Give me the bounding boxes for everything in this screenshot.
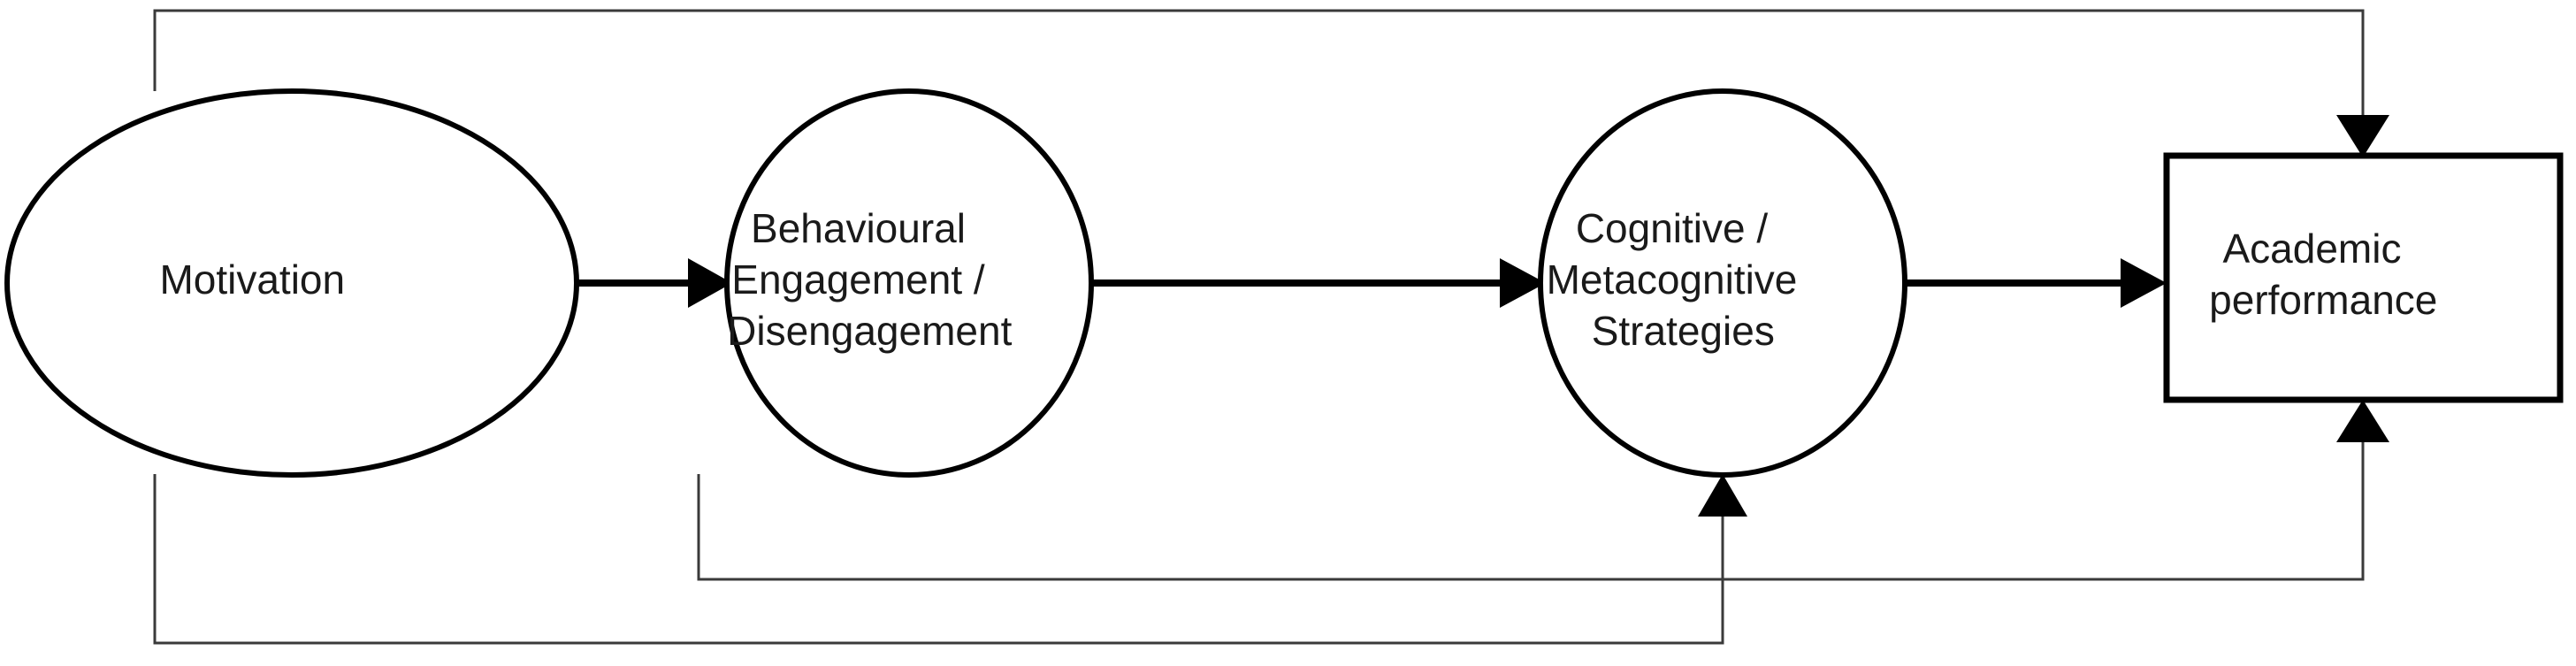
node-behavioural-engagement[interactable]: Behavioural Engagement / Disengagement: [724, 88, 1094, 478]
arrowhead-down-into-academic-performance-top: [2336, 115, 2389, 157]
node-cognitive-metacognitive-strategies[interactable]: Cognitive / Metacognitive Strategies: [1538, 88, 1907, 478]
arrowhead-into-behavioural: [688, 258, 732, 308]
arrowhead-up-into-academic-performance-bottom: [2336, 400, 2389, 442]
node-behavioural-engagement-shape[interactable]: [724, 88, 1094, 478]
edge-motivation-to-academic-performance-top: [153, 9, 2389, 157]
node-behavioural-engagement-label-line-1: Engagement /: [731, 256, 985, 302]
node-cognitive-metacognitive-strategies-shape[interactable]: [1538, 88, 1907, 478]
node-motivation-label-line-0: Motivation: [159, 256, 345, 302]
node-behavioural-engagement-label: Behavioural Engagement / Disengagement: [727, 205, 1091, 354]
node-behavioural-engagement-label-line-2: Disengagement: [727, 308, 1012, 354]
edge-behavioural-to-academic-performance-bottom-path: [697, 423, 2365, 581]
node-academic-performance[interactable]: Academic performance: [2163, 152, 2564, 403]
edge-motivation-to-cognitive-bottom-path: [153, 474, 1724, 645]
node-academic-performance-label: Academic performance: [2209, 226, 2517, 323]
node-motivation-label: Motivation: [159, 256, 424, 302]
arrowhead-into-academic-performance: [2121, 258, 2167, 308]
node-academic-performance-label-line-1: performance: [2209, 277, 2437, 323]
edge-motivation-to-academic-performance-top-path: [153, 9, 2365, 134]
node-motivation-shape[interactable]: [4, 88, 579, 478]
edge-behavioural-to-cognitive: [1089, 258, 1546, 308]
node-behavioural-engagement-label-line-0: Behavioural: [751, 205, 966, 251]
node-motivation[interactable]: Motivation: [4, 88, 579, 478]
arrowhead-up-into-cognitive-bottom: [1698, 474, 1747, 517]
node-academic-performance-shape[interactable]: [2163, 152, 2564, 403]
edge-behavioural-to-academic-performance-bottom: [697, 400, 2389, 581]
node-cognitive-metacognitive-strategies-label-line-2: Strategies: [1592, 308, 1775, 354]
node-academic-performance-label-line-0: Academic: [2223, 226, 2402, 272]
edge-motivation-to-cognitive-bottom: [153, 474, 1747, 645]
edge-motivation-to-behavioural: [566, 258, 732, 308]
node-cognitive-metacognitive-strategies-label-line-1: Metacognitive: [1547, 256, 1798, 302]
node-cognitive-metacognitive-strategies-label-line-0: Cognitive /: [1576, 205, 1769, 251]
node-cognitive-metacognitive-strategies-label: Cognitive / Metacognitive Strategies: [1547, 205, 1900, 354]
arrowhead-into-cognitive: [1500, 258, 1546, 308]
edge-cognitive-to-academic-performance: [1903, 258, 2167, 308]
